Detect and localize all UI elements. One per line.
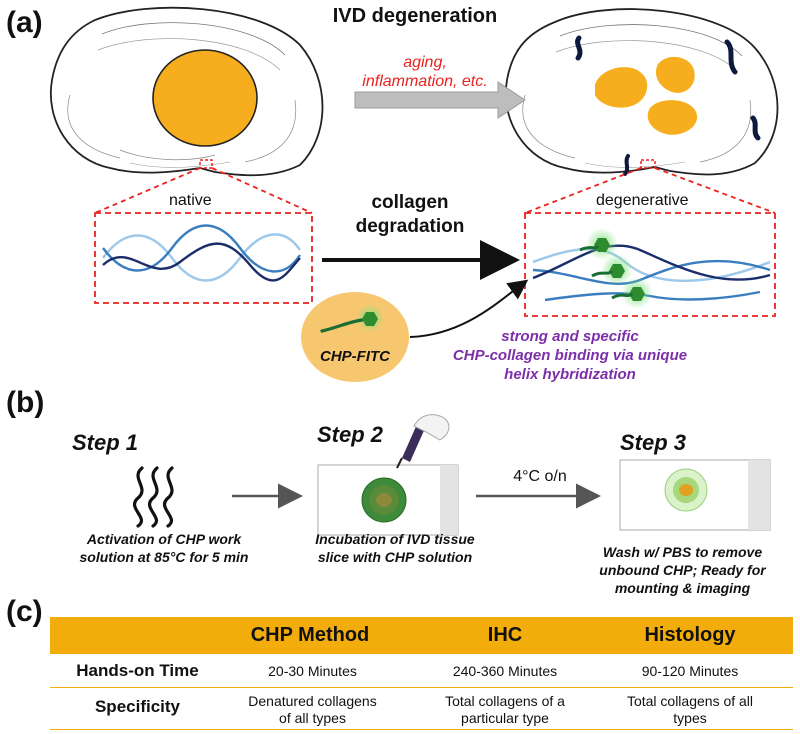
- panel-c-label: (c): [6, 595, 43, 628]
- chp-solution-heat-icon: [133, 466, 174, 528]
- collagen-degradation-text: collagen degradation: [340, 191, 480, 239]
- degeneration-causes: aging, inflammation, etc.: [330, 53, 520, 91]
- table-cell: Total collagens of a particular type: [425, 693, 585, 727]
- step3-line-1: Wash w/ PBS to remove: [602, 544, 763, 560]
- incubation-condition: 4°C o/n: [513, 468, 567, 485]
- cell-line: of all types: [279, 710, 346, 726]
- table-cell: 240-360 Minutes: [452, 663, 558, 679]
- cell-line: Total collagens of all: [626, 693, 754, 709]
- step3-title: Step 3: [620, 430, 687, 455]
- table-cell: 90-120 Minutes: [641, 663, 739, 679]
- row-label: Specificity: [94, 697, 181, 716]
- step2-description: Incubation of IVD tissue slice with CHP …: [295, 530, 495, 566]
- degradation-line-1: collagen: [371, 192, 449, 213]
- step3-description: Wash w/ PBS to remove unbound CHP; Ready…: [570, 543, 795, 597]
- causes-line-2: inflammation, etc.: [362, 73, 488, 90]
- binding-line-1: strong and specific: [501, 328, 639, 345]
- step2-line-2: slice with CHP solution: [317, 549, 473, 565]
- column-header: IHC: [487, 624, 523, 646]
- native-zoom-box: [94, 212, 313, 304]
- cell-line: particular type: [461, 710, 549, 726]
- step2-title: Step 2: [317, 422, 384, 447]
- cell-line: Total collagens of a: [445, 693, 565, 709]
- step3-line-3: mounting & imaging: [614, 580, 751, 596]
- native-collagen-helix: [102, 224, 302, 282]
- pipette-icon: [396, 414, 450, 469]
- panel-a-graphics: [50, 6, 779, 382]
- causes-line-1: aging,: [403, 54, 447, 71]
- panel-a-label: (a): [6, 6, 43, 39]
- chp-fitc-probe-circle: [301, 292, 409, 382]
- bound-chp-probes: [579, 228, 653, 309]
- table-cell: Denatured collagens of all types: [220, 693, 405, 727]
- comparison-table: CHP Method IHC Histology Hands-on Time 2…: [50, 617, 793, 734]
- binding-line-2: CHP-collagen binding via unique: [452, 347, 688, 364]
- native-nucleus: [152, 49, 258, 147]
- degradation-line-2: degradation: [355, 216, 465, 237]
- step1-line-1: Activation of CHP work: [86, 531, 242, 547]
- chp-fitc-label: CHP-FITC: [320, 348, 390, 365]
- binding-line-3: helix hybridization: [504, 366, 636, 383]
- degenerative-label: degenerative: [596, 192, 689, 209]
- table-cell: 20-30 Minutes: [268, 663, 357, 679]
- column-header: Histology: [644, 624, 736, 646]
- binding-description: strong and specific CHP-collagen binding…: [420, 327, 720, 384]
- diagram-title: IVD degeneration: [332, 5, 498, 27]
- degenerative-zoom-box: [524, 212, 776, 317]
- degeneration-arrow: [354, 81, 526, 119]
- panel-b-graphics: [133, 414, 771, 536]
- table-header-bar: [50, 617, 793, 653]
- step2-line-1: Incubation of IVD tissue: [315, 531, 475, 547]
- step1-description: Activation of CHP work solution at 85°C …: [44, 530, 284, 566]
- column-header: CHP Method: [250, 624, 370, 646]
- table-cell: Total collagens of all types: [595, 693, 785, 727]
- binding-arrow: [409, 279, 529, 338]
- row-label: Hands-on Time: [76, 661, 199, 680]
- cell-line: Denatured collagens: [248, 693, 377, 709]
- step3-line-2: unbound CHP; Ready for: [599, 562, 766, 578]
- native-label: native: [169, 192, 212, 209]
- degenerative-nucleus-fragments: [595, 56, 698, 135]
- fitc-fluorophore-icon: [362, 312, 378, 326]
- step2-slide: [317, 464, 459, 536]
- step3-slide: [619, 459, 771, 531]
- cell-line: types: [673, 710, 707, 726]
- step1-title: Step 1: [72, 430, 139, 455]
- panel-b-label: (b): [6, 386, 45, 419]
- step1-line-2: solution at 85°C for 5 min: [79, 549, 249, 565]
